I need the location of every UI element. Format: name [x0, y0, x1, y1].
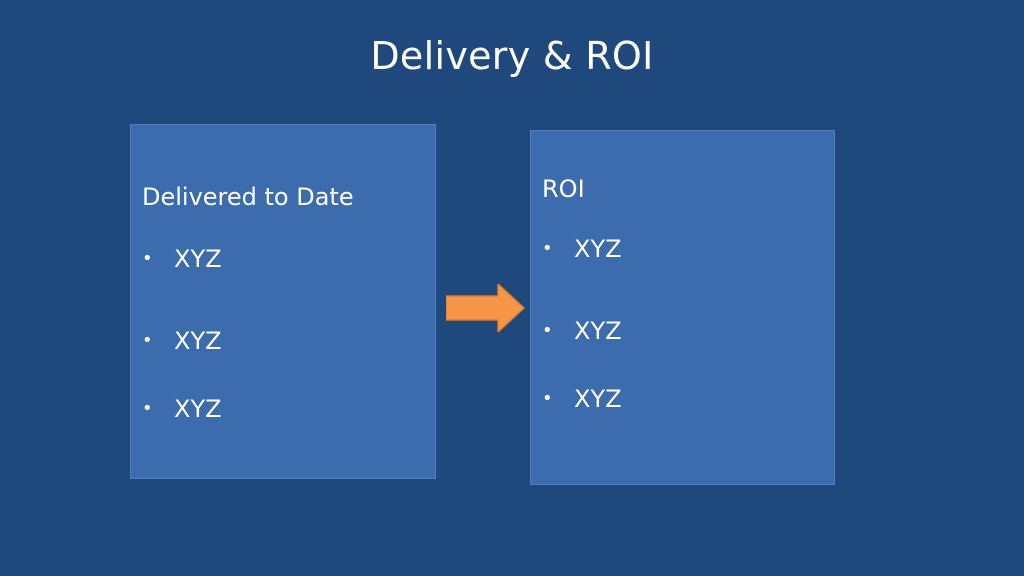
bullet-text: XYZ: [574, 235, 622, 263]
delivered-bullet-item: • XYZ: [142, 394, 222, 424]
bullet-dot-icon: •: [142, 330, 153, 351]
delivered-heading: Delivered to Date: [142, 183, 354, 211]
delivered-bullet-item: • XYZ: [142, 326, 222, 356]
bullet-text: XYZ: [174, 395, 222, 423]
bullet-text: XYZ: [174, 245, 222, 273]
roi-bullet-item: • XYZ: [542, 234, 622, 264]
delivered-bullet-item: • XYZ: [142, 244, 222, 274]
roi-bullet-item: • XYZ: [542, 384, 622, 414]
bullet-text: XYZ: [174, 327, 222, 355]
slide-title: Delivery & ROI: [370, 34, 654, 78]
delivered-panel: Delivered to Date • XYZ • XYZ • XYZ: [130, 124, 436, 479]
roi-bullet-item: • XYZ: [542, 316, 622, 346]
roi-heading: ROI: [542, 175, 585, 203]
bullet-dot-icon: •: [542, 388, 553, 409]
right-arrow-icon: [446, 284, 526, 332]
bullet-dot-icon: •: [542, 238, 553, 259]
bullet-dot-icon: •: [142, 398, 153, 419]
bullet-dot-icon: •: [542, 320, 553, 341]
bullet-dot-icon: •: [142, 248, 153, 269]
bullet-text: XYZ: [574, 385, 622, 413]
bullet-text: XYZ: [574, 317, 622, 345]
roi-panel: ROI • XYZ • XYZ • XYZ: [530, 130, 835, 485]
